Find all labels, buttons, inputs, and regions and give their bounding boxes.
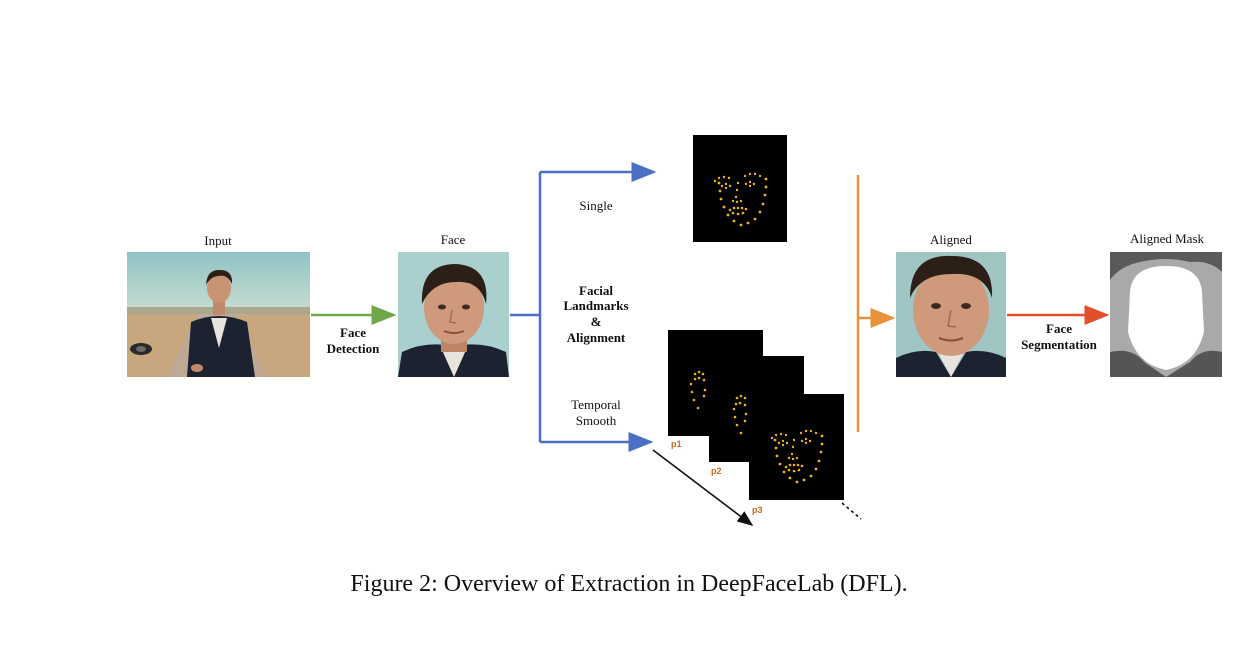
single-label: Single [579,198,613,213]
aligned-mask-image [1110,252,1222,377]
frame-label-p2: p2 [711,466,722,476]
single-landmark-frame [693,135,787,242]
frame-label-p1: p1 [671,439,682,449]
face-segmentation-label-line2: Segmentation [1021,337,1097,352]
input-image [127,252,310,377]
face-image [398,252,509,377]
frame-label-p3: p3 [752,505,763,515]
temporal-label-line1: Temporal [571,397,621,412]
aligned-image [896,252,1006,377]
face-label: Face [440,232,466,247]
face-detection-label-line2: Detection [326,341,380,356]
figure-caption: Figure 2: Overview of Extraction in Deep… [350,571,908,597]
time-continuation [841,502,862,520]
input-label: Input [204,233,232,248]
face-segmentation-label-line1: Face [1046,321,1072,336]
aligned-mask-label: Aligned Mask [1129,231,1205,246]
landmarks-label-line2: Landmarks [563,298,629,313]
landmarks-label-line1: Facial [579,283,613,298]
face-detection-label-line1: Face [340,325,366,340]
landmarks-label-line4: Alignment [566,330,626,345]
temporal-label-line2: Smooth [575,413,617,428]
time-arrow [652,449,754,526]
landmarks-label-line3: & [590,314,602,329]
aligned-label: Aligned [930,232,972,247]
temporal-frame-3 [749,394,844,500]
